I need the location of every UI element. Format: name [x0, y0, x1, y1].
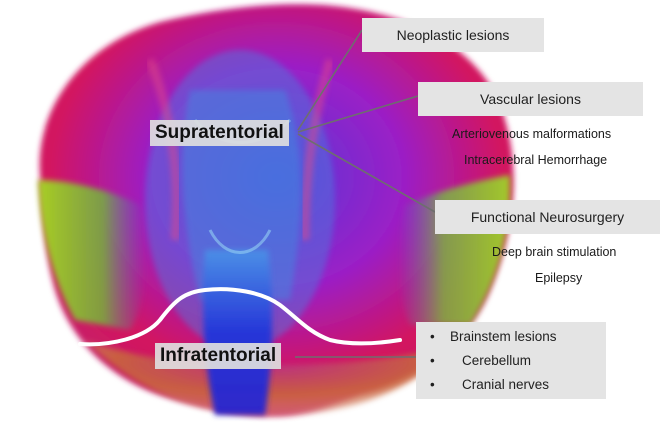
brainstem-lesions-text: Brainstem lesions — [450, 329, 557, 344]
cranial-nerves-text: Cranial nerves — [462, 377, 549, 392]
bullet-icon: • — [430, 373, 435, 397]
list-item: • Cranial nerves — [450, 373, 606, 397]
infratentorial-list: • Brainstem lesions • Cerebellum • Crani… — [416, 322, 606, 399]
deep-brain-stimulation-text: Deep brain stimulation — [492, 245, 616, 259]
cerebellum-text: Cerebellum — [462, 353, 531, 368]
supratentorial-label: Supratentorial — [150, 120, 289, 146]
arteriovenous-malformations-text: Arteriovenous malformations — [452, 127, 611, 141]
bullet-icon: • — [430, 325, 435, 349]
functional-neurosurgery-box: Functional Neurosurgery — [435, 200, 660, 234]
epilepsy-text: Epilepsy — [535, 271, 582, 285]
infratentorial-label: Infratentorial — [155, 343, 281, 369]
neoplastic-lesions-box: Neoplastic lesions — [362, 18, 544, 52]
list-item: • Cerebellum — [450, 349, 606, 373]
list-item: • Brainstem lesions — [450, 325, 606, 349]
intracerebral-hemorrhage-text: Intracerebral Hemorrhage — [464, 153, 607, 167]
vascular-lesions-box: Vascular lesions — [418, 82, 643, 116]
bullet-icon: • — [430, 349, 435, 373]
